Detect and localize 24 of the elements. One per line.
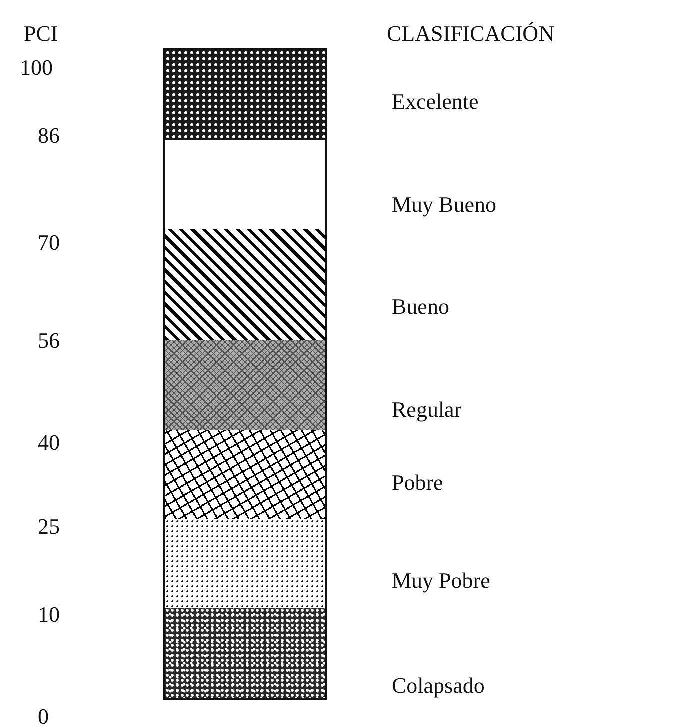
axis-title: PCI [24,22,58,46]
rating-label: Muy Pobre [392,569,490,593]
scale-value: 10 [38,603,60,627]
column-title: CLASIFICACIÓN [387,22,554,46]
rating-label: Muy Bueno [392,193,496,217]
scale-value: 70 [38,231,60,255]
pattern-band [163,519,327,610]
scale-value: 40 [38,431,60,455]
scale-value: 100 [20,56,53,80]
pattern-band [163,48,327,142]
pattern-band [163,340,327,432]
pattern-band [163,229,327,342]
scale-value: 56 [38,329,60,353]
rating-label: Bueno [392,295,450,319]
scale-value: 86 [38,124,60,148]
scale-value: 0 [38,705,49,727]
rating-label: Excelente [392,90,479,114]
pattern-band [163,608,327,700]
rating-label: Regular [392,398,462,422]
rating-label: Pobre [392,471,444,495]
pattern-band [163,430,327,521]
pattern-band [163,140,327,231]
scale-value: 25 [38,515,60,539]
rating-label: Colapsado [392,674,485,698]
